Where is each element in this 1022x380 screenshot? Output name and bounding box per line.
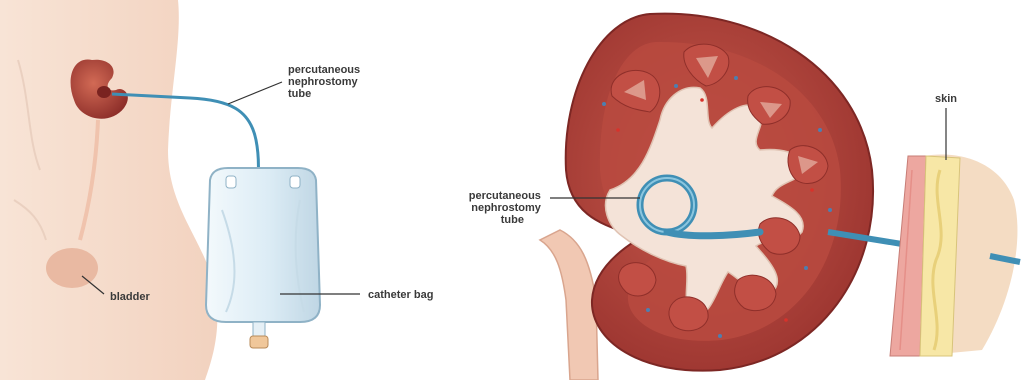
catheter-bag-label: catheter bag bbox=[368, 289, 433, 301]
right-tube-label: percutaneous nephrostomy tube bbox=[469, 190, 544, 226]
skin-label: skin bbox=[935, 93, 957, 105]
left-body-figure bbox=[0, 0, 217, 380]
torso-silhouette bbox=[0, 0, 217, 380]
ureter-section bbox=[540, 230, 598, 380]
catheter-bag bbox=[206, 168, 320, 348]
left-tube-label: percutaneous nephrostomy tube bbox=[288, 64, 363, 100]
bladder-label: bladder bbox=[110, 291, 150, 303]
kidney-cross-section bbox=[540, 14, 873, 380]
leader-left-tube bbox=[228, 82, 282, 104]
